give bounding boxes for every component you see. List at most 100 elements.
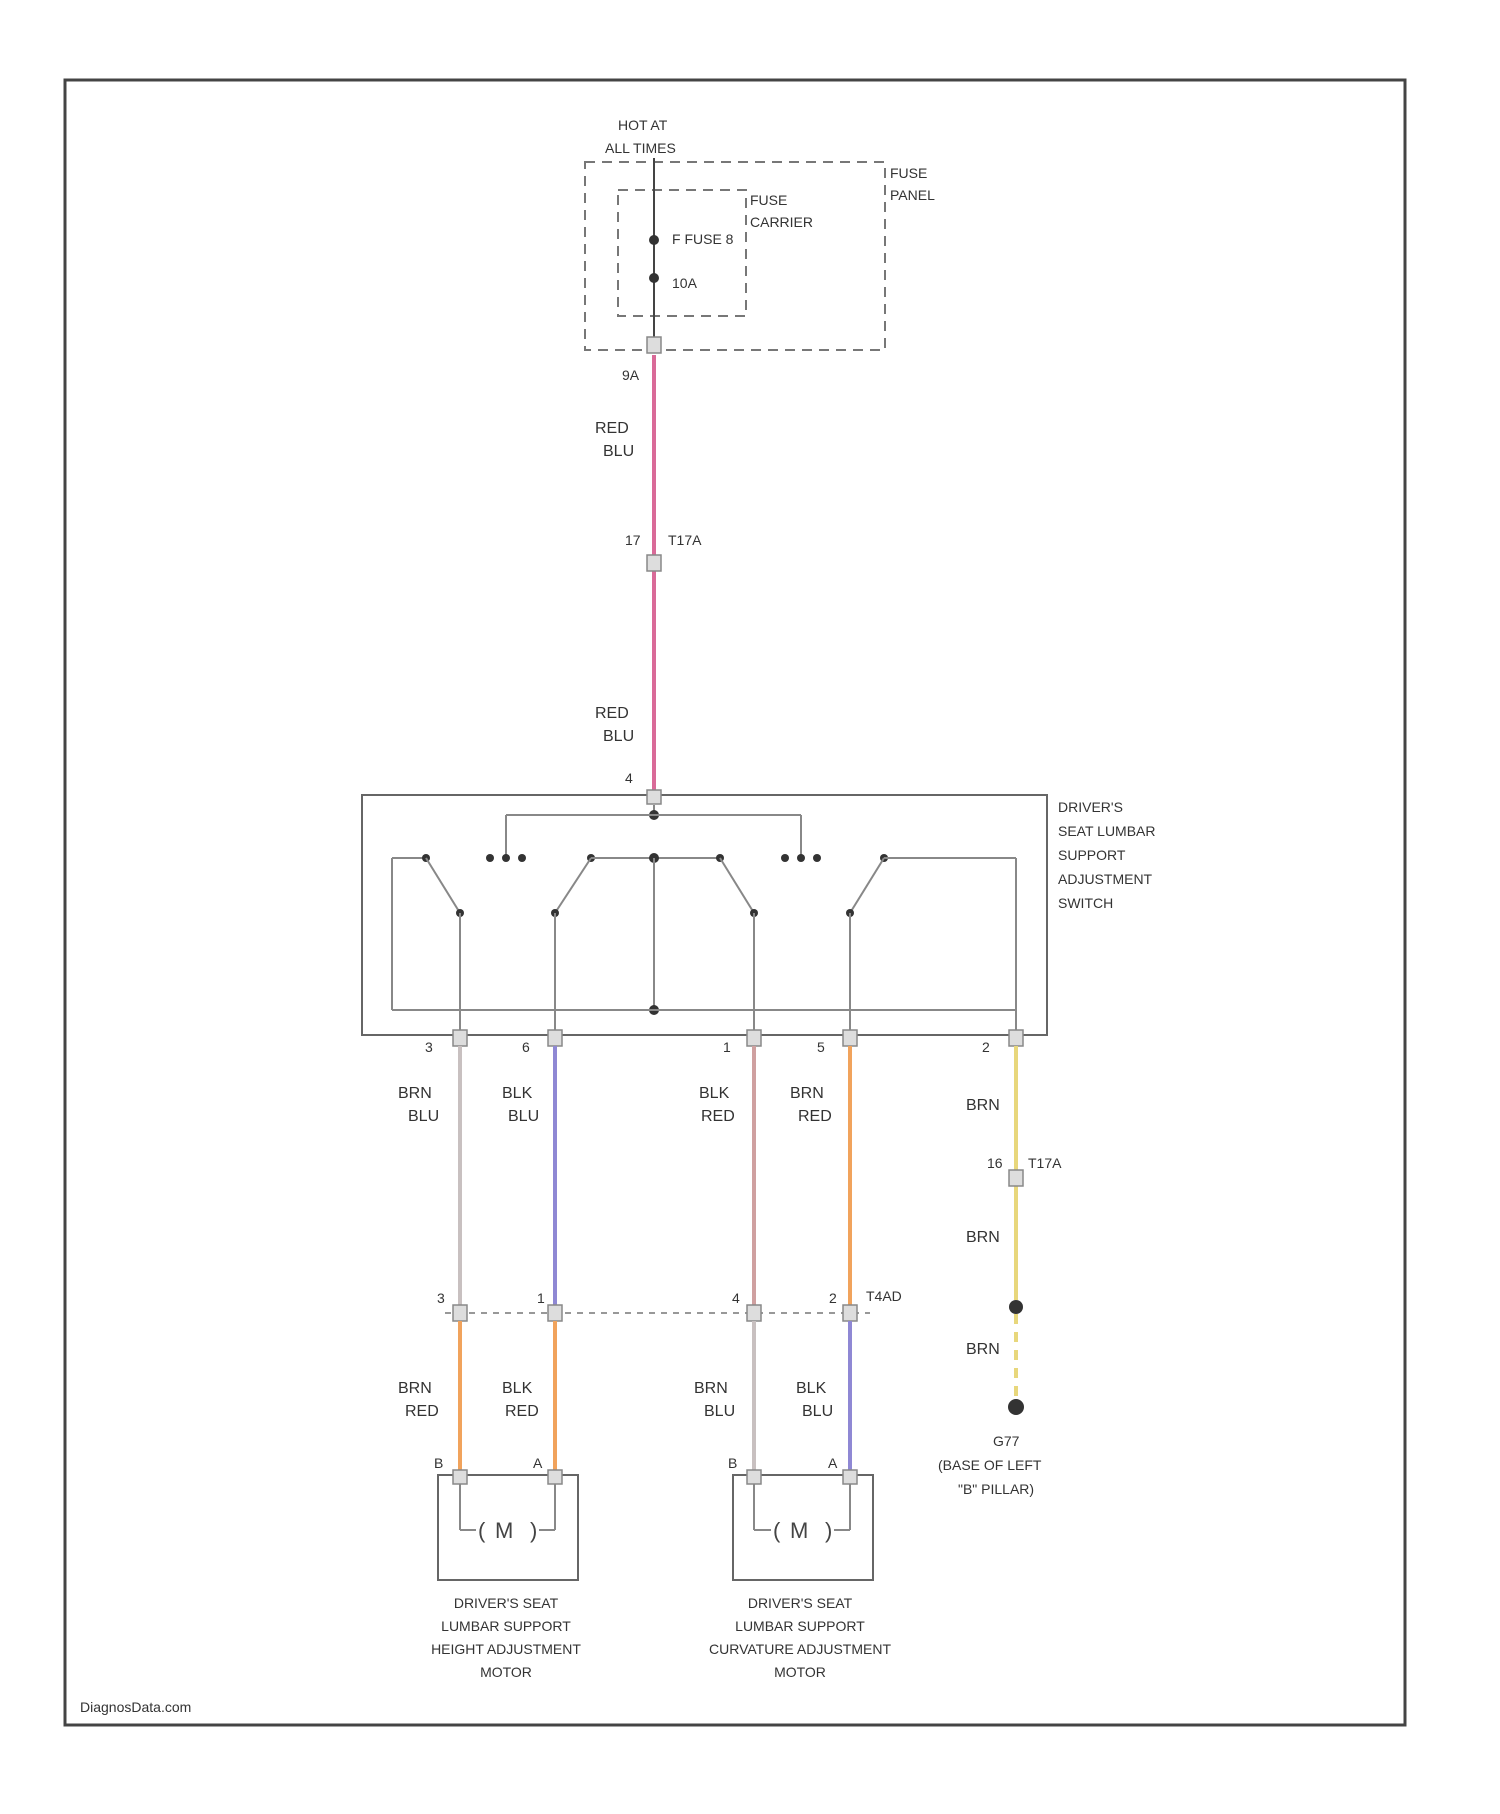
motor2-paren-open: ( — [773, 1518, 781, 1543]
motor2-label: DRIVER'S SEAT LUMBAR SUPPORT CURVATURE A… — [709, 1595, 891, 1680]
switch-pin-label-5: 2 — [982, 1039, 990, 1055]
switch-label-line2: SEAT LUMBAR — [1058, 823, 1156, 839]
wire-label-o2-c1: BLK — [502, 1085, 533, 1102]
switch-pin-6 — [548, 1030, 562, 1046]
wire-label-m2a-c1: BRN — [694, 1380, 728, 1397]
switch-pin-2 — [1009, 1030, 1023, 1046]
wire-label-o1-c1: BRN — [398, 1085, 432, 1102]
inline-connector-1 — [647, 555, 661, 571]
switch-pin-5 — [843, 1030, 857, 1046]
ground-point-dot — [1008, 1399, 1024, 1415]
watermark-text: DiagnosData.com — [80, 1699, 191, 1715]
motor2-symbol: ( ) M — [754, 1484, 850, 1543]
fuse-panel-label-line2: PANEL — [890, 187, 935, 203]
motor-conn-pin-label-4: 2 — [829, 1290, 837, 1306]
motor2-symbol-letter: M — [790, 1518, 808, 1543]
ground-wire-label-2: BRN — [966, 1229, 1000, 1246]
sw-contact — [813, 854, 821, 862]
inline-connector-1-pin: 17 — [625, 532, 641, 548]
inline-connector-1-label: T17A — [668, 532, 702, 548]
motor1-label-line2: LUMBAR SUPPORT — [441, 1618, 571, 1634]
wire-label-o3-c2: RED — [701, 1108, 735, 1125]
lumbar-switch-box — [362, 795, 1047, 1035]
motor2-pin-label-b: B — [728, 1455, 737, 1471]
switch-input-pin — [647, 790, 661, 804]
ground-splice-dot — [1009, 1300, 1023, 1314]
ground-label: G77 (BASE OF LEFT "B" PILLAR) — [938, 1433, 1042, 1497]
motor1-paren-open: ( — [478, 1518, 486, 1543]
wire-label-o4-c1: BRN — [790, 1085, 824, 1102]
feed-wire-upper-color2: BLU — [603, 443, 634, 460]
motor2-paren-close: ) — [825, 1518, 832, 1543]
inline-connector-2-pin: 16 — [987, 1155, 1003, 1171]
hot-label-line2: ALL TIMES — [605, 140, 676, 156]
fuse-panel-pin-label: 9A — [622, 367, 640, 383]
diagram-frame — [65, 80, 1405, 1725]
switch-label-line3: SUPPORT — [1058, 847, 1126, 863]
ground-wire-label-3: BRN — [966, 1341, 1000, 1358]
motor2-pin-a — [843, 1470, 857, 1484]
switch-label-line5: SWITCH — [1058, 895, 1113, 911]
wire-label-m1b-c1: BLK — [502, 1380, 533, 1397]
sw-contact — [486, 854, 494, 862]
ground-label-line1: G77 — [993, 1433, 1020, 1449]
fuse-terminal-bottom — [649, 273, 659, 283]
ground-label-line2: (BASE OF LEFT — [938, 1457, 1042, 1473]
fuse-terminal-top — [649, 235, 659, 245]
feed-wire-upper-color1: RED — [595, 420, 629, 437]
switch-pin-label-2: 6 — [522, 1039, 530, 1055]
motor-connector-label: T4AD — [866, 1288, 902, 1304]
wire-label-o4-c2: RED — [798, 1108, 832, 1125]
wire-label-m2a-c2: BLU — [704, 1403, 735, 1420]
fuse-carrier-box — [618, 190, 746, 316]
switch-blade-2 — [555, 858, 591, 913]
sw-contact — [518, 854, 526, 862]
feed-wire-lower-color2: BLU — [603, 728, 634, 745]
wire-label-m2b-c1: BLK — [796, 1380, 827, 1397]
motor1-label-line4: MOTOR — [480, 1664, 532, 1680]
motor1-symbol: ( ) M — [460, 1484, 555, 1543]
switch-pin-label-4: 5 — [817, 1039, 825, 1055]
fuse-panel-label-line1: FUSE — [890, 165, 927, 181]
switch-blade-3 — [720, 858, 754, 913]
switch-blade-1 — [426, 858, 460, 913]
motor2-label-line2: LUMBAR SUPPORT — [735, 1618, 865, 1634]
ground-wire-label-1: BRN — [966, 1097, 1000, 1114]
motor-conn-pin-4 — [747, 1305, 761, 1321]
wire-label-m1a-c2: RED — [405, 1403, 439, 1420]
fuse-panel-box — [585, 162, 885, 350]
motor-conn-pin-label-2: 1 — [537, 1290, 545, 1306]
switch-pin-1 — [747, 1030, 761, 1046]
motor1-label-line1: DRIVER'S SEAT — [454, 1595, 559, 1611]
motor1-pin-b — [453, 1470, 467, 1484]
feed-wire-lower-color1: RED — [595, 705, 629, 722]
motor2-pin-label-a: A — [828, 1455, 838, 1471]
fuse-carrier-label-line1: FUSE — [750, 192, 787, 208]
motor1-pin-label-b: B — [434, 1455, 443, 1471]
fuse-panel-pin — [647, 337, 661, 353]
motor-conn-pin-label-3: 4 — [732, 1290, 740, 1306]
motor2-label-line3: CURVATURE ADJUSTMENT — [709, 1641, 891, 1657]
inline-connector-2 — [1009, 1170, 1023, 1186]
switch-pin-label-3: 1 — [723, 1039, 731, 1055]
switch-pin-3 — [453, 1030, 467, 1046]
ground-label-line3: "B" PILLAR) — [958, 1481, 1034, 1497]
sw-contact — [502, 854, 510, 862]
motor1-paren-close: ) — [530, 1518, 537, 1543]
motor2-label-line1: DRIVER'S SEAT — [748, 1595, 853, 1611]
switch-internals — [392, 805, 1016, 1035]
motor1-pin-a — [548, 1470, 562, 1484]
motor2-label-line4: MOTOR — [774, 1664, 826, 1680]
switch-label-line1: DRIVER'S — [1058, 799, 1123, 815]
wire-label-o3-c1: BLK — [699, 1085, 730, 1102]
sw-contact — [781, 854, 789, 862]
wire-label-m1b-c2: RED — [505, 1403, 539, 1420]
wire-label-m1a-c1: BRN — [398, 1380, 432, 1397]
fuse-carrier-label-line2: CARRIER — [750, 214, 813, 230]
motor2-pin-b — [747, 1470, 761, 1484]
switch-label-line4: ADJUSTMENT — [1058, 871, 1153, 887]
switch-blade-4 — [850, 858, 884, 913]
motor-conn-pin-2 — [843, 1305, 857, 1321]
motor1-label-line3: HEIGHT ADJUSTMENT — [431, 1641, 581, 1657]
wire-label-o1-c2: BLU — [408, 1108, 439, 1125]
